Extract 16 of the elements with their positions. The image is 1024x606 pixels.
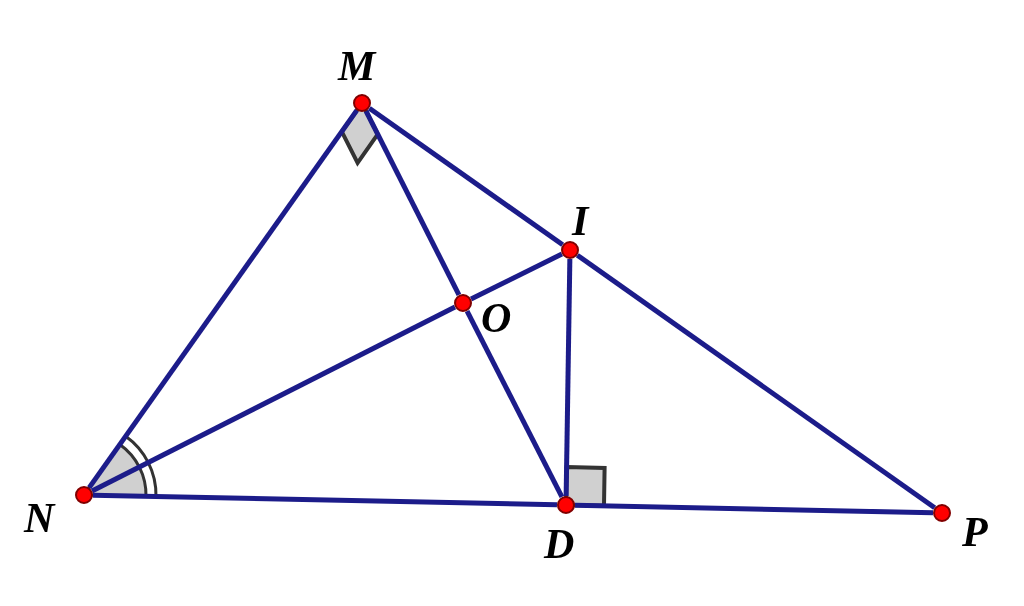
line-segment (87, 108, 359, 490)
line-segment (92, 492, 558, 508)
point-label: N (24, 497, 55, 539)
point-label: I (572, 200, 589, 242)
line-segment (574, 502, 934, 516)
point-label: M (338, 45, 376, 87)
point-label: D (544, 523, 575, 565)
line-segment (563, 258, 573, 497)
line-segment (464, 309, 565, 499)
point-label: O (481, 297, 512, 339)
line-segment (90, 304, 457, 494)
line-segment (575, 253, 937, 510)
line-segment (367, 106, 565, 247)
point-label: P (962, 511, 988, 553)
line-segment (469, 251, 564, 302)
line-segment (363, 109, 462, 297)
